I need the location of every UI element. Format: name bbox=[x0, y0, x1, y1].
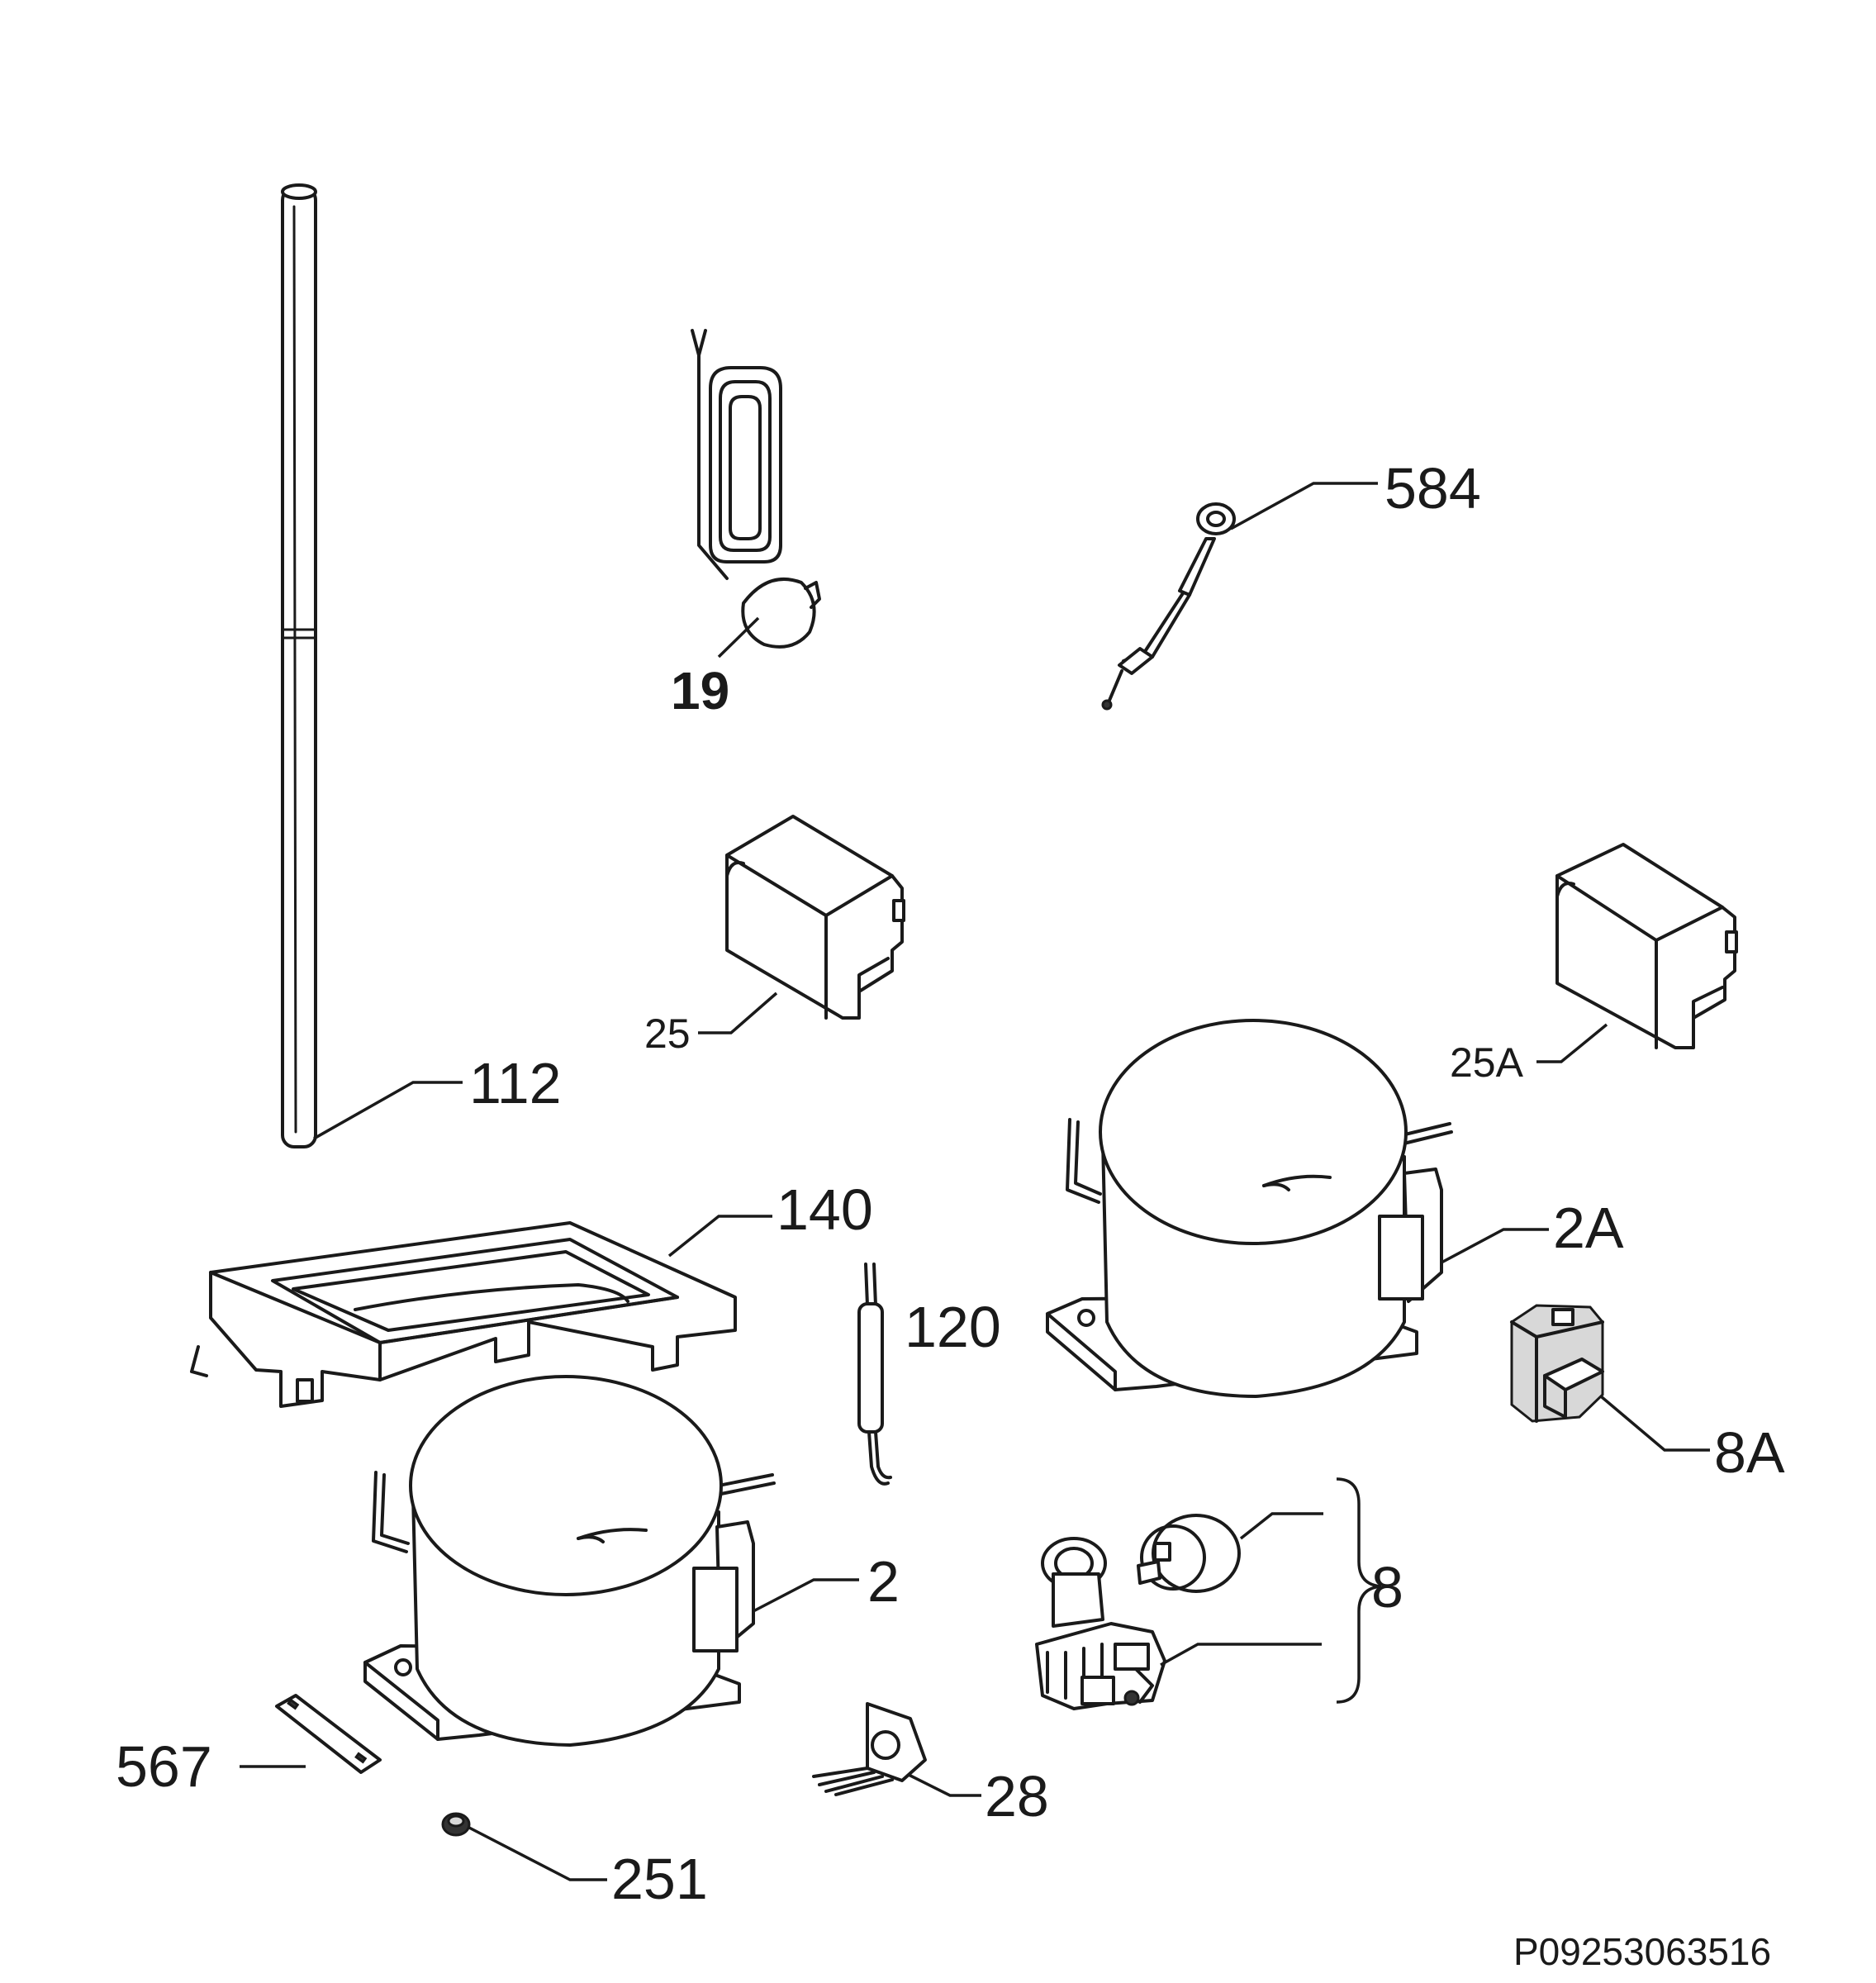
part-25-relay-box[interactable] bbox=[725, 815, 905, 1020]
leader-112 bbox=[313, 1081, 463, 1140]
leader-25 bbox=[698, 992, 778, 1034]
part-8-relay[interactable] bbox=[1035, 1537, 1166, 1710]
label-25A: 25A bbox=[1450, 1039, 1524, 1086]
leader-2 bbox=[753, 1578, 859, 1613]
part-251-grommet[interactable] bbox=[441, 1812, 471, 1837]
label-251: 251 bbox=[611, 1847, 708, 1911]
label-19: 19 bbox=[671, 661, 729, 720]
part-25A-relay-box[interactable] bbox=[1555, 843, 1738, 1049]
leader-28 bbox=[908, 1773, 981, 1797]
part-28-clip[interactable] bbox=[812, 1702, 927, 1796]
leader-8-bottom bbox=[1160, 1643, 1322, 1667]
part-2A-compressor[interactable] bbox=[1046, 1019, 1453, 1398]
label-112: 112 bbox=[469, 1051, 562, 1115]
part-120-filter[interactable] bbox=[857, 1263, 892, 1486]
part-112-tube[interactable] bbox=[281, 183, 317, 1148]
label-8: 8 bbox=[1371, 1555, 1403, 1619]
part-19-heater[interactable] bbox=[691, 329, 821, 649]
leader-25A bbox=[1536, 1023, 1608, 1063]
part-8-thermal-protector[interactable] bbox=[1137, 1514, 1241, 1593]
leader-251 bbox=[468, 1826, 607, 1881]
label-584: 584 bbox=[1384, 456, 1481, 521]
label-25: 25 bbox=[644, 1011, 691, 1057]
leader-19 bbox=[717, 616, 760, 659]
part-8A-starter[interactable] bbox=[1510, 1304, 1604, 1423]
leader-584 bbox=[1230, 482, 1378, 530]
part-584-sensor[interactable] bbox=[1101, 502, 1236, 711]
label-140: 140 bbox=[777, 1177, 873, 1242]
leader-8-top bbox=[1239, 1512, 1323, 1540]
leader-2A bbox=[1441, 1228, 1549, 1264]
part-140-base-tray[interactable] bbox=[190, 1221, 737, 1408]
label-567: 567 bbox=[116, 1734, 212, 1799]
label-28: 28 bbox=[985, 1764, 1049, 1828]
reference-code: P09253063516 bbox=[1513, 1930, 1771, 1973]
label-120: 120 bbox=[905, 1295, 1001, 1359]
leader-140 bbox=[667, 1215, 772, 1258]
label-2: 2 bbox=[867, 1549, 900, 1614]
part-2-compressor[interactable] bbox=[363, 1375, 776, 1747]
label-8A: 8A bbox=[1714, 1420, 1785, 1485]
leader-8A bbox=[1599, 1395, 1710, 1452]
label-2A: 2A bbox=[1553, 1196, 1624, 1260]
part-567-plate[interactable] bbox=[275, 1694, 382, 1774]
brace-8 bbox=[1336, 1477, 1382, 1704]
